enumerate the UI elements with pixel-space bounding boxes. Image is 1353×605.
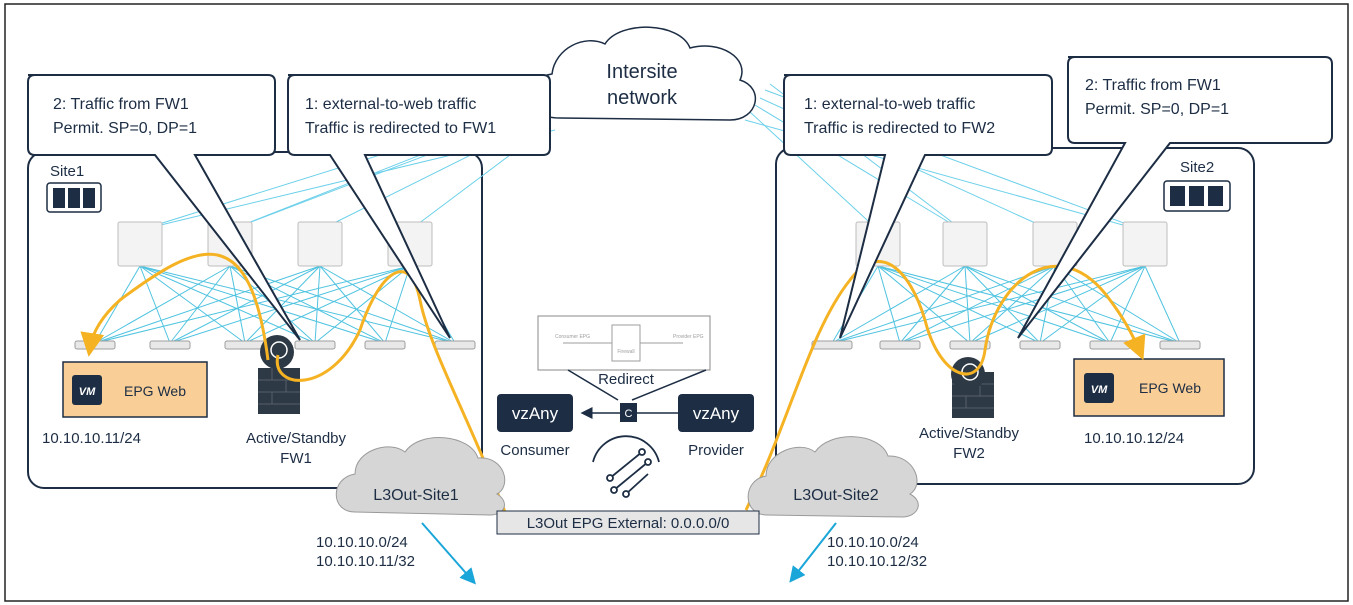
- cloud-line1: Intersite: [606, 61, 677, 83]
- vm-badge: VM: [1091, 384, 1108, 396]
- l3out-site2-cloud: L3Out-Site2: [747, 436, 919, 518]
- site1-epg-ip: 10.10.10.11/24: [42, 430, 141, 447]
- l3out-epg-text: L3Out EPG External: 0.0.0.0/0: [527, 515, 730, 532]
- callout-right-fw1-line2: Permit. SP=0, DP=1: [1085, 101, 1229, 118]
- vzany-provider-text: vzAny: [693, 404, 740, 423]
- site2-fw-line2: FW2: [953, 445, 985, 462]
- site2-route-1: 10.10.10.0/24: [827, 534, 919, 551]
- site1-epg-label: EPG Web: [124, 383, 186, 399]
- site1-route-1: 10.10.10.0/24: [316, 534, 408, 551]
- site1-fw-line1: Active/Standby: [246, 430, 347, 447]
- callout-left-fw1-line2: Permit. SP=0, DP=1: [53, 120, 197, 137]
- vzany-consumer-box: [497, 394, 573, 432]
- site1-route-arrow: [421, 522, 476, 585]
- cloud-line2: network: [607, 87, 678, 109]
- l3out-site1-label: L3Out-Site1: [373, 487, 458, 504]
- redirect-label: Redirect: [598, 371, 655, 388]
- apic-icon: [1163, 180, 1231, 212]
- callout-right-fw1: 2: Traffic from FW1 Permit. SP=0, DP=1: [1017, 56, 1333, 339]
- graph-consumer-label: Consumer EPG: [555, 334, 590, 340]
- vm-icon: [72, 375, 102, 405]
- site1-route-2: 10.10.10.11/32: [316, 553, 415, 570]
- site2-label: Site2: [1180, 159, 1214, 176]
- site2-epg-ip: 10.10.10.12/24: [1084, 430, 1184, 447]
- site2-epg-label: EPG Web: [1139, 380, 1201, 396]
- callout-right-redirect-line2: Traffic is redirected to FW2: [804, 120, 995, 137]
- site2-fabric-links: [831, 265, 1181, 344]
- consumer-label: Consumer: [500, 442, 569, 459]
- site1-epg-web-box: VM EPG Web: [62, 361, 208, 418]
- vm-icon: [1084, 373, 1114, 403]
- vzany-provider-box: [678, 394, 754, 432]
- l3out-site2-label: L3Out-Site2: [793, 487, 878, 504]
- callout-right-redirect-line1: 1: external-to-web traffic: [804, 96, 975, 113]
- site2-path-in: [744, 260, 1146, 511]
- nexus-logo-icon: [592, 435, 660, 498]
- traffic-paths: [80, 252, 1146, 513]
- site1-path-fw-loop: [275, 270, 507, 513]
- callout-left-redirect: 1: external-to-web traffic Traffic is re…: [287, 74, 551, 339]
- vzany-consumer-text: vzAny: [512, 404, 559, 423]
- l3out-epg-box: [496, 510, 760, 535]
- graph-attach-lines: [567, 369, 707, 401]
- site2-route-2: 10.10.10.12/32: [827, 553, 927, 570]
- contract-box: [620, 403, 637, 422]
- callout-right-fw1-line1: 2: Traffic from FW1: [1085, 77, 1221, 94]
- site1-firewall-icon: [258, 335, 300, 414]
- service-graph: Consumer EPG Firewall Provider EPG: [537, 315, 711, 371]
- contract-group: vzAny vzAny C Consumer Provider: [497, 394, 754, 459]
- graph-firewall-label: Firewall: [617, 349, 634, 355]
- site1-label: Site1: [50, 163, 84, 180]
- callout-left-fw1-line1: 2: Traffic from FW1: [53, 96, 189, 113]
- callout-right-redirect: 1: external-to-web traffic Traffic is re…: [783, 74, 1053, 339]
- callout-left-redirect-line1: 1: external-to-web traffic: [305, 96, 476, 113]
- vm-badge: VM: [79, 386, 96, 398]
- site1-path-to-epg: [80, 252, 270, 361]
- l3out-site1-cloud: L3Out-Site1: [335, 437, 506, 516]
- firewall-node-icon: [611, 324, 641, 362]
- provider-label: Provider: [688, 442, 744, 459]
- site2-leaf-switches: [811, 340, 1201, 350]
- site2-fw-line1: Active/Standby: [919, 425, 1020, 442]
- contract-letter: C: [625, 408, 633, 420]
- site1-fw-line2: FW1: [280, 450, 312, 467]
- callout-left-fw1: 2: Traffic from FW1 Permit. SP=0, DP=1: [27, 74, 301, 341]
- site2-epg-web-box: VM EPG Web: [1073, 358, 1225, 417]
- site2-route-arrow: [789, 522, 837, 583]
- callout-left-redirect-line2: Traffic is redirected to FW1: [305, 120, 496, 137]
- graph-provider-label: Provider EPG: [673, 334, 704, 340]
- apic-icon: [46, 182, 102, 213]
- intersite-network-cloud: Intersite network: [526, 26, 757, 121]
